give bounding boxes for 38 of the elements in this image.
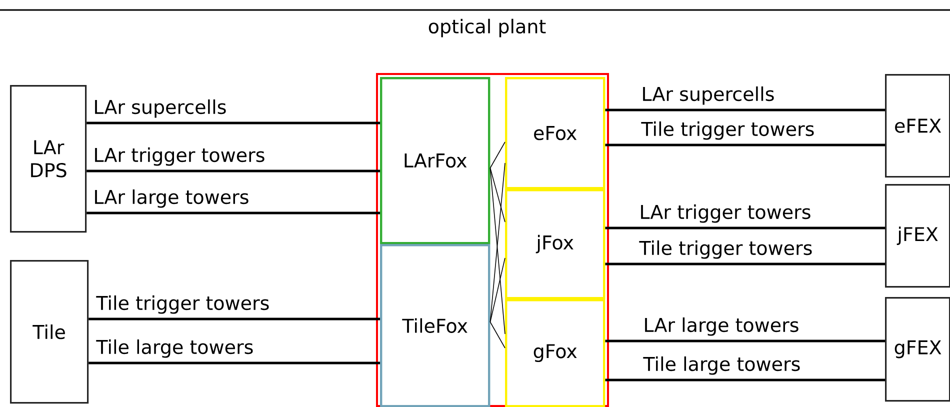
edge-label: Tile trigger towers	[638, 239, 814, 260]
target-box: jFEX	[885, 184, 950, 288]
edge-label: LAr large towers	[92, 188, 250, 209]
connector-line	[86, 122, 380, 124]
edge-label: LAr supercells	[640, 85, 776, 106]
edge-label: LAr large towers	[642, 316, 800, 337]
group-box	[376, 73, 609, 407]
connector-line	[88, 318, 380, 320]
process-box: gFox	[505, 299, 606, 407]
source-box: Tile	[10, 260, 89, 404]
process-box: eFox	[505, 77, 606, 190]
connector-line	[605, 144, 885, 146]
process-box: LArFox	[380, 77, 490, 244]
title: optical plant	[428, 18, 546, 38]
connector-line	[605, 262, 885, 266]
source-box: LAr DPS	[10, 85, 87, 233]
connector-line	[605, 108, 885, 112]
connector-line	[605, 378, 885, 382]
connector-line	[490, 322, 506, 348]
connector-line	[605, 226, 885, 230]
connector-line	[86, 212, 380, 214]
edge-label: LAr supercells	[92, 98, 228, 119]
connector-line	[490, 258, 506, 322]
edge-label: LAr trigger towers	[638, 203, 812, 224]
target-box: gFEX	[885, 297, 950, 402]
edge-label: LAr trigger towers	[92, 146, 266, 167]
connector-line	[490, 168, 506, 222]
target-box: eFEX	[885, 74, 950, 178]
edge-label: Tile trigger towers	[95, 294, 271, 315]
connector-line	[605, 340, 885, 342]
edge-label: Tile trigger towers	[640, 120, 816, 141]
process-box: TileFox	[380, 244, 490, 407]
connector-line	[490, 142, 506, 168]
connector-line	[88, 362, 380, 364]
edge-label: Tile large towers	[642, 355, 802, 376]
edge-label: Tile large towers	[95, 338, 255, 359]
process-box: jFox	[505, 189, 606, 300]
connector-line	[86, 170, 380, 172]
